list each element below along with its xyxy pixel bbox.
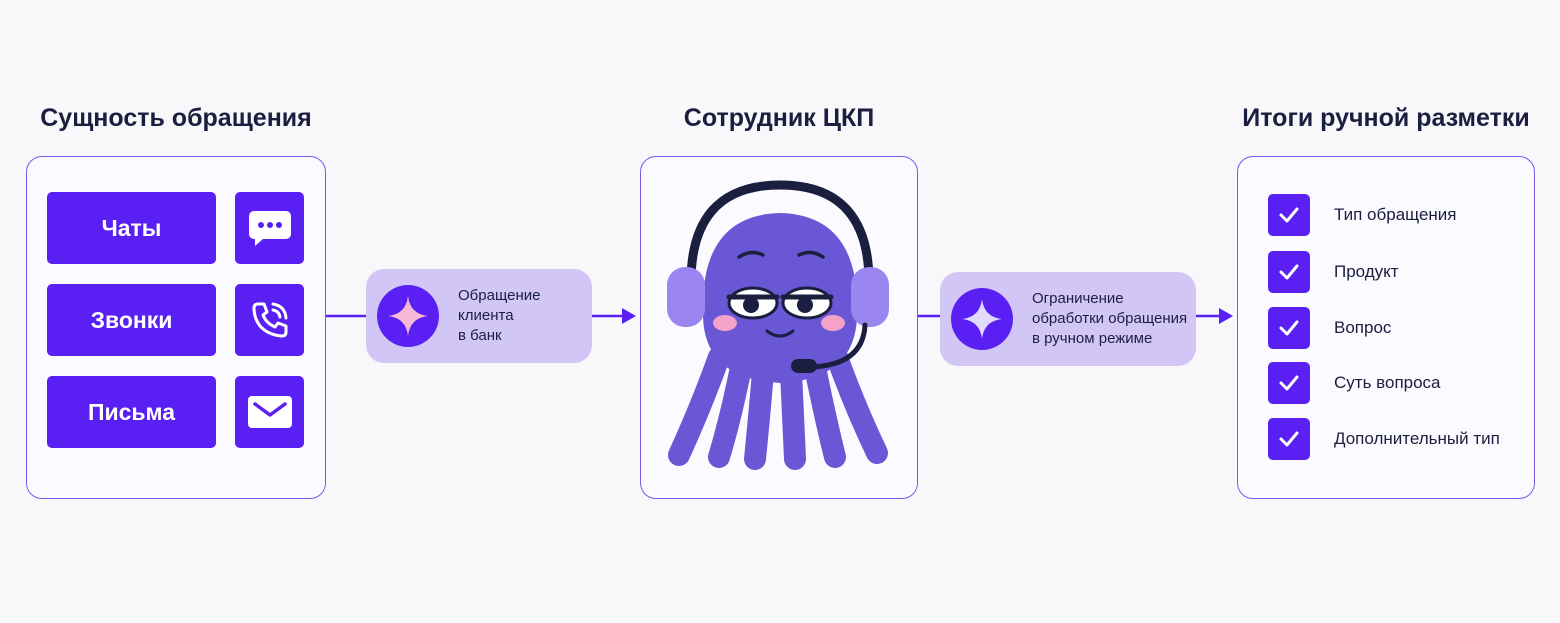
channel-chats: Чаты (47, 192, 216, 264)
result-label: Тип обращения (1334, 205, 1457, 224)
result-item: Дополнительный тип (1268, 418, 1500, 460)
checkbox-checked-icon (1268, 194, 1310, 236)
chat-bubble-icon (235, 192, 304, 264)
result-title: Итоги ручной разметки (1242, 104, 1530, 132)
result-item: Вопрос (1268, 307, 1391, 349)
result-label: Вопрос (1334, 318, 1392, 337)
phone-icon (235, 284, 304, 356)
agent-title: Сотрудник ЦКП (683, 104, 875, 132)
result-label: Продукт (1334, 262, 1399, 281)
checkbox-checked-icon (1268, 307, 1310, 349)
request-pill: Обращение клиента в банк (366, 269, 592, 363)
source-title: Сущность обращения (40, 104, 312, 132)
result-label: Дополнительный тип (1334, 429, 1500, 448)
arrow-head-1 (622, 308, 636, 324)
checkbox-checked-icon (1268, 418, 1310, 460)
result-item: Суть вопроса (1268, 362, 1441, 404)
channel-calls: Звонки (47, 284, 216, 356)
request-label: Обращение клиента в банк (458, 287, 541, 344)
result-label: Суть вопроса (1334, 373, 1441, 392)
result-item: Продукт (1268, 251, 1399, 293)
result-panel: Тип обращения Продукт Вопрос Суть вопрос… (1237, 156, 1535, 499)
limitation-pill: Ограничение обработки обращения в ручном… (940, 272, 1196, 366)
agent-panel (640, 156, 918, 499)
sparkle-icon (377, 285, 439, 347)
source-panel: Чаты Звонки Письма (26, 156, 326, 499)
checkbox-checked-icon (1268, 251, 1310, 293)
channel-letters: Письма (47, 376, 216, 448)
limitation-label: Ограничение обработки обращения в ручном… (1032, 290, 1188, 347)
arrow-head-2 (1219, 308, 1233, 324)
checkbox-checked-icon (1268, 362, 1310, 404)
sparkle-icon (951, 288, 1013, 350)
octopus-agent-icon (667, 180, 889, 470)
envelope-icon (235, 376, 304, 448)
result-item: Тип обращения (1268, 194, 1457, 236)
